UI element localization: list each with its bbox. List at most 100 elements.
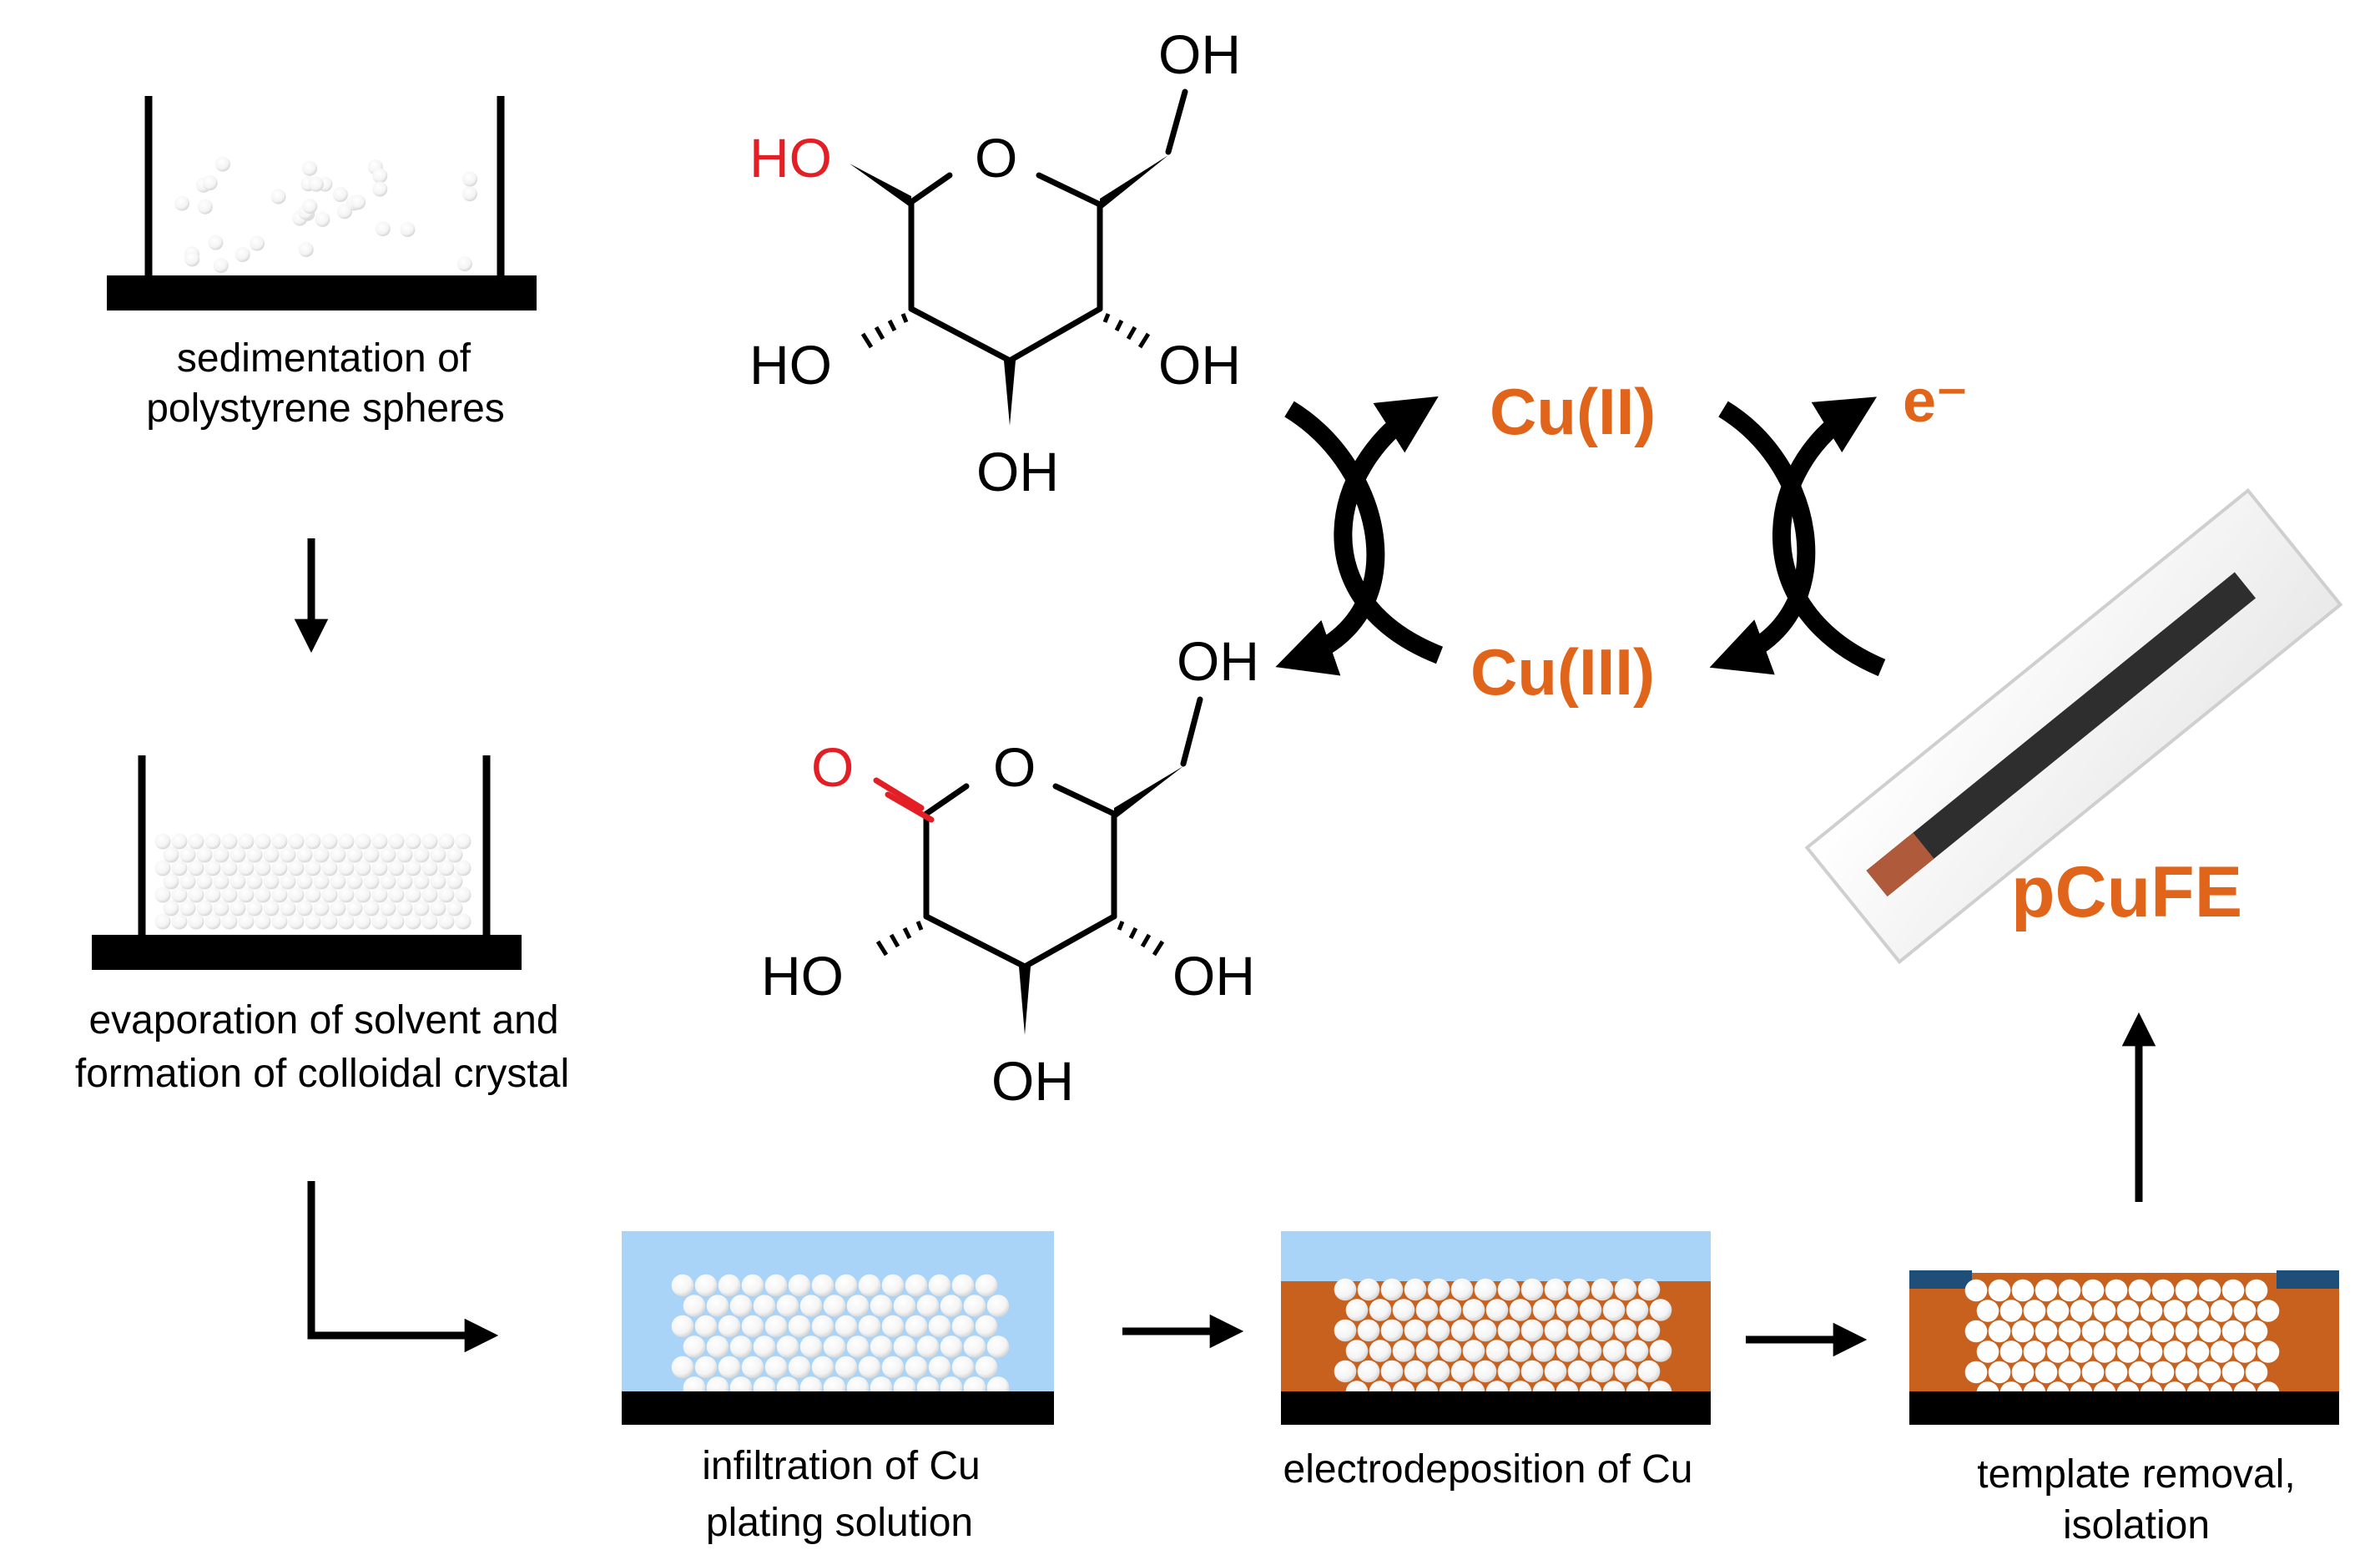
polystyrene-sphere: [916, 1335, 940, 1358]
evaporation-label: evaporation of solvent and: [88, 998, 558, 1042]
polystyrene-sphere: [204, 833, 221, 850]
polystyrene-sphere: [213, 900, 229, 916]
template-removal-label: template removal,: [1977, 1452, 2296, 1497]
polystyrene-sphere: [188, 833, 204, 850]
polystyrene-sphere: [208, 235, 224, 250]
polystyrene-sphere: [811, 1355, 835, 1379]
pore: [2198, 1279, 2221, 1302]
polystyrene-sphere: [1462, 1340, 1485, 1362]
polystyrene-sphere: [1427, 1319, 1450, 1342]
pore: [2011, 1361, 2035, 1384]
polystyrene-sphere: [916, 1295, 940, 1317]
polystyrene-sphere: [870, 1295, 893, 1317]
polystyrene-sphere: [456, 256, 472, 272]
electrode-illustration: [1804, 487, 2343, 965]
polystyrene-sphere: [271, 860, 288, 876]
polystyrene-sphere: [718, 1355, 741, 1379]
polystyrene-sphere: [1474, 1278, 1497, 1301]
pore: [2163, 1340, 2186, 1363]
polystyrene-sphere: [1450, 1319, 1474, 1342]
polystyrene-sphere: [846, 1295, 870, 1317]
polystyrene-sphere: [271, 913, 288, 930]
polystyrene-sphere: [729, 1335, 753, 1358]
polystyrene-sphere: [174, 195, 190, 211]
pcufe-label: pCuFE: [2011, 852, 2242, 932]
pore: [2093, 1340, 2116, 1363]
polystyrene-sphere: [388, 860, 405, 876]
polystyrene-sphere: [683, 1295, 706, 1317]
pore: [2163, 1300, 2186, 1322]
polystyrene-sphere: [171, 860, 188, 876]
polystyrene-sphere: [296, 846, 313, 863]
lactone-ring-o: O: [993, 736, 1036, 798]
polystyrene-sphere: [963, 1295, 986, 1317]
polystyrene-sphere: [213, 873, 229, 890]
polystyrene-sphere: [154, 833, 171, 850]
polystyrene-sphere: [1520, 1360, 1544, 1383]
polystyrene-sphere: [204, 860, 221, 876]
polystyrene-sphere: [438, 886, 455, 903]
polystyrene-sphere: [1404, 1360, 1427, 1383]
pore: [2151, 1361, 2175, 1384]
glucose-ho-left: HO: [749, 334, 832, 396]
redox-arrows-left: [1275, 396, 1444, 676]
polystyrene-sphere: [858, 1355, 881, 1379]
polystyrene-sphere: [905, 1274, 928, 1297]
polystyrene-sphere: [1520, 1319, 1544, 1342]
polystyrene-sphere: [171, 886, 188, 903]
polystyrene-sphere: [1404, 1278, 1427, 1301]
evaporation-label-2: formation of colloidal crystal: [75, 1052, 569, 1096]
polystyrene-sphere: [430, 900, 446, 916]
pore: [2140, 1300, 2163, 1322]
polystyrene-sphere: [1380, 1360, 1404, 1383]
polystyrene-sphere: [846, 1335, 870, 1358]
polystyrene-sphere: [446, 873, 463, 890]
polystyrene-sphere: [396, 900, 413, 916]
polystyrene-sphere: [188, 860, 204, 876]
polystyrene-sphere: [196, 873, 213, 890]
polystyrene-sphere: [229, 846, 246, 863]
polystyrene-sphere: [1497, 1319, 1520, 1342]
polystyrene-sphere: [388, 833, 405, 850]
arrow-elbow: [307, 1181, 499, 1353]
polystyrene-sphere: [905, 1355, 928, 1379]
polystyrene-sphere: [337, 204, 352, 220]
polystyrene-sphere: [729, 1295, 753, 1317]
polystyrene-sphere: [346, 846, 363, 863]
polystyrene-sphere: [238, 860, 255, 876]
polystyrene-sphere: [238, 886, 255, 903]
polystyrene-sphere: [1392, 1340, 1415, 1362]
polystyrene-sphere: [1637, 1360, 1661, 1383]
polystyrene-sphere: [255, 913, 271, 930]
polystyrene-sphere: [1649, 1299, 1672, 1321]
pore: [2011, 1320, 2035, 1343]
polystyrene-sphere: [371, 886, 388, 903]
polystyrene-sphere: [330, 846, 346, 863]
pore: [2175, 1361, 2198, 1384]
polystyrene-sphere: [298, 242, 314, 257]
polystyrene-sphere: [321, 860, 338, 876]
polystyrene-sphere: [455, 913, 471, 930]
pore: [2105, 1320, 2128, 1343]
polystyrene-sphere: [928, 1315, 951, 1338]
polystyrene-sphere: [355, 886, 371, 903]
polystyrene-sphere: [1556, 1299, 1579, 1321]
pore: [2233, 1300, 2256, 1322]
polystyrene-sphere: [1637, 1319, 1661, 1342]
pore: [2046, 1340, 2070, 1363]
polystyrene-sphere: [835, 1274, 858, 1297]
dispersed-spheres: [174, 156, 478, 274]
polystyrene-sphere: [776, 1295, 799, 1317]
glucose-oh-right: OH: [1158, 334, 1241, 396]
polystyrene-sphere: [694, 1315, 718, 1338]
template-removal-cell: [1909, 1270, 2339, 1425]
polystyrene-sphere: [1579, 1340, 1602, 1362]
polystyrene-sphere: [405, 913, 421, 930]
polystyrene-sphere: [288, 913, 305, 930]
polystyrene-sphere: [811, 1274, 835, 1297]
polystyrene-sphere: [1369, 1340, 1392, 1362]
polystyrene-sphere: [313, 900, 330, 916]
polystyrene-sphere: [196, 900, 213, 916]
lactone-oh-bottom: OH: [991, 1050, 1074, 1112]
polystyrene-sphere: [271, 833, 288, 850]
